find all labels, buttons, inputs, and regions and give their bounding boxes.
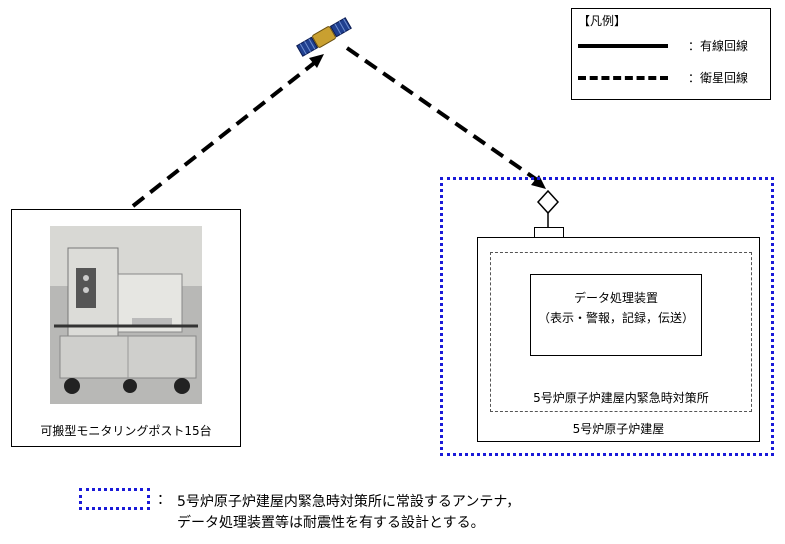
note-separator: ：: [157, 492, 171, 508]
satellite-link-line-left: [131, 54, 324, 208]
legend-item-wired: ： 有線回線: [578, 35, 766, 55]
legend-label-wired: 有線回線: [700, 39, 749, 53]
legend-separator: ：: [688, 39, 701, 53]
monitoring-post-label: 可搬型モニタリングポスト15台: [40, 424, 212, 438]
seismic-design-boundary: [440, 177, 774, 456]
monitoring-post-illustration: [50, 226, 202, 404]
note-line-1: 5号炉原子炉建屋内緊急時対策所に常設するアンテナ，: [177, 494, 521, 510]
satellite-link-line-right: [345, 46, 546, 189]
legend: 【凡例】 ： 有線回線 ： 衛星回線: [571, 8, 771, 100]
legend-item-satellite: ： 衛星回線: [578, 67, 766, 87]
antenna-mount: [534, 227, 564, 238]
legend-title: 【凡例】: [578, 14, 627, 28]
note-line-2: データ処理装置等は耐震性を有する設計とする。: [177, 515, 485, 531]
emergency-response-center-label: 5号炉原子炉建屋内緊急時対策所: [533, 391, 709, 405]
processing-unit-subtitle: （表示・警報，記録，伝送）: [537, 311, 694, 325]
legend-separator: ：: [688, 71, 701, 85]
seismic-boundary-swatch: [79, 488, 150, 510]
solid-line-swatch: [578, 44, 668, 48]
data-processing-unit: データ処理装置 （表示・警報，記録，伝送）: [530, 274, 702, 356]
legend-label-satellite: 衛星回線: [700, 71, 749, 85]
monitoring-post-photo: [50, 226, 202, 404]
reactor-building-label: 5号炉原子炉建屋: [572, 422, 665, 436]
satellite-icon: [296, 17, 352, 57]
dashed-line-swatch: [578, 76, 668, 80]
processing-unit-title: データ処理装置: [573, 291, 658, 305]
emergency-response-center: [490, 252, 752, 412]
